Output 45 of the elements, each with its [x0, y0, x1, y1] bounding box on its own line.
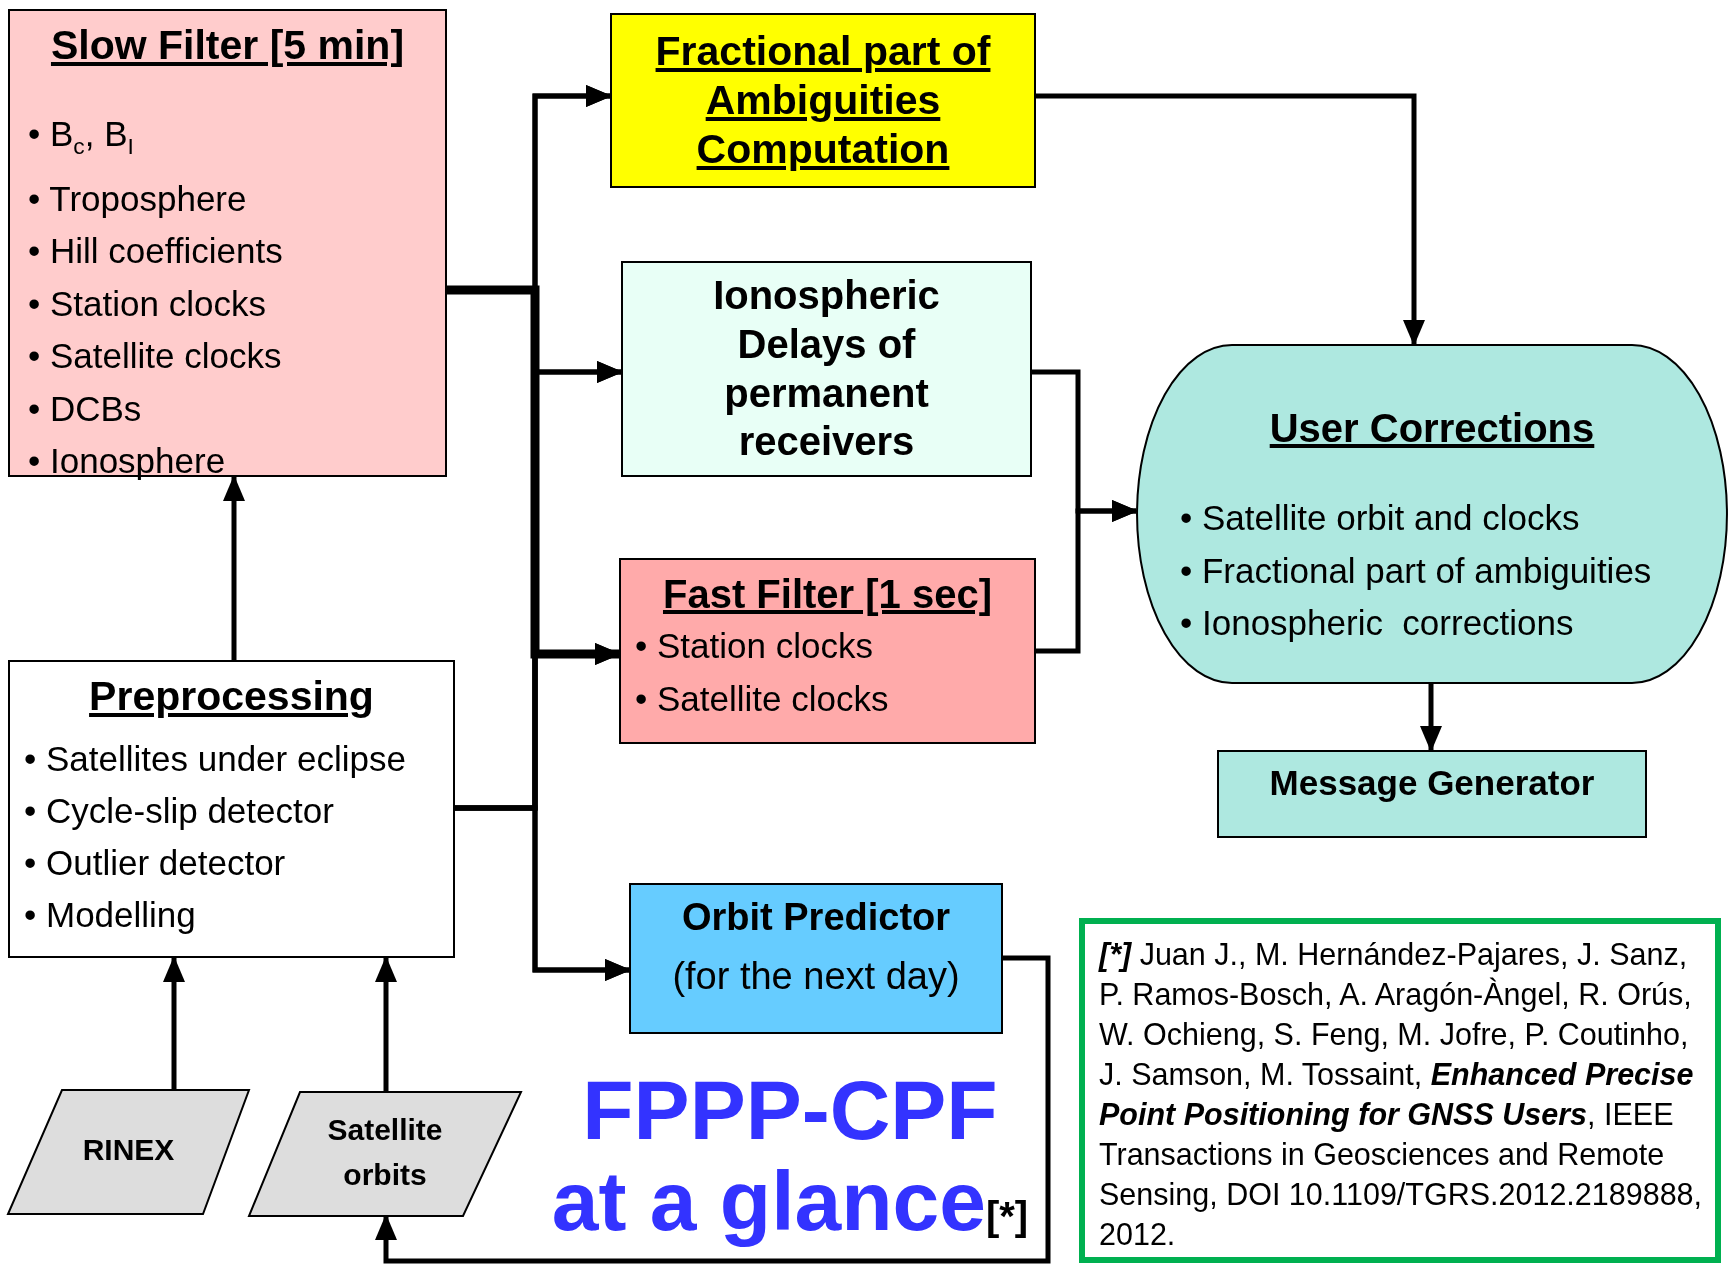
process-box	[610, 13, 1036, 188]
heading: Message Generator	[1268, 762, 1596, 804]
list-item: • Station clocks	[635, 625, 874, 667]
filter-box	[619, 558, 1036, 744]
arrow	[223, 475, 245, 660]
list-item: • Satellite orbit and clocks	[1180, 497, 1581, 539]
heading: Fractional part of Ambiguities Computation	[654, 27, 992, 175]
output-shape	[1136, 344, 1728, 684]
list-item: • Satellite clocks	[635, 677, 890, 720]
heading: Ionospheric Delays of permanent receivers	[712, 272, 941, 466]
list-item: • Fractional part of ambiguities	[1180, 549, 1653, 592]
arrow	[1036, 93, 1425, 346]
process-box	[621, 261, 1032, 477]
heading: User Corrections	[1268, 405, 1596, 452]
input-parallelogram	[249, 1092, 521, 1216]
process-box	[629, 883, 1003, 1034]
list-item: • Cycle-slip detector	[24, 790, 335, 833]
heading: Slow Filter [5 min]	[49, 21, 406, 70]
input-parallelogram	[8, 1090, 249, 1214]
list-item: • Hill coefficients	[28, 230, 284, 273]
arrow	[163, 956, 185, 1090]
process-box	[1217, 750, 1647, 838]
subtitle: (for the next day)	[671, 954, 961, 998]
list-item: • DCBs	[28, 387, 143, 430]
reference-text: [*] Juan J., M. Hernández-Pajares, J. Sanz, P. Ramos-Bosch, A. Aragón-Àngel, R. Orús, W. Ochieng, S. Feng, M. Jofre, P. Coutinho, J. Samson, M. Tossaint, Enhanced Precise Point Positioning for GNSS Users, IEEE Transactions in Geosciences and Remote Sensing, DOI 10.1109/TGRS.2012.2189888, 2012.	[1097, 936, 1704, 1253]
arrow	[1420, 684, 1442, 752]
list-item: • B$_{c}$, B$_{I}$	[28, 113, 135, 162]
list-item: • Outlier detector	[24, 842, 287, 885]
list-item: • Modelling	[24, 894, 197, 937]
list-item: • Ionospheric corrections	[1180, 602, 1575, 644]
arrow	[455, 805, 631, 981]
process-box	[8, 660, 455, 958]
heading: Satellite orbits	[326, 1112, 444, 1193]
list-item: • Satellites under eclipse	[24, 738, 407, 781]
list-item: • Satellite clocks	[28, 335, 283, 378]
arrow	[1036, 500, 1138, 654]
heading: Fast Filter [1 sec]	[662, 571, 993, 618]
list-item: • Station clocks	[28, 282, 267, 325]
list-item: • Ionosphere	[28, 440, 227, 483]
arrow	[375, 956, 397, 1092]
arrow	[375, 955, 1051, 1264]
heading: Preprocessing	[88, 672, 375, 721]
list-item: • Troposphere	[28, 177, 248, 220]
heading: RINEX	[81, 1132, 176, 1168]
heading: Orbit Predictor	[680, 895, 952, 940]
